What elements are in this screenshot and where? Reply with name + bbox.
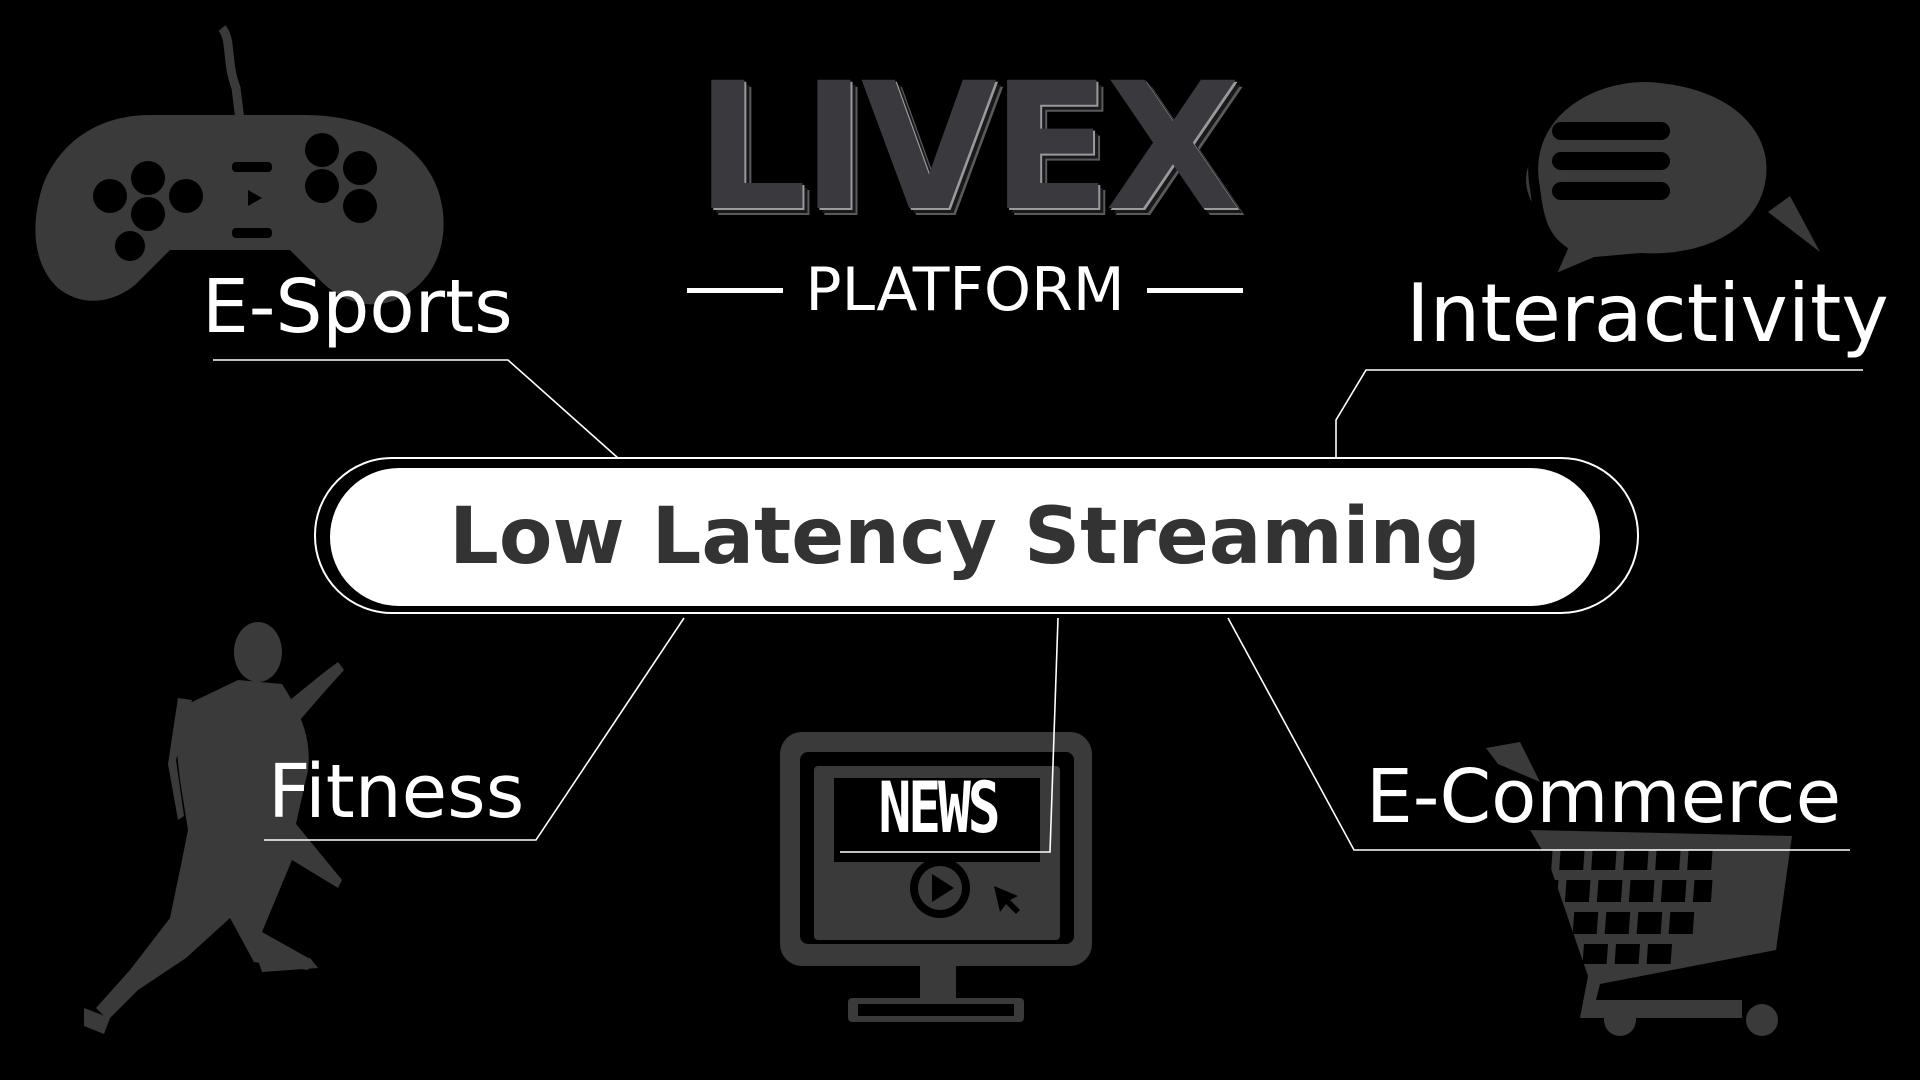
connector-fitness — [264, 617, 685, 841]
node-label-news: NEWS — [878, 767, 1000, 849]
runner-icon — [84, 622, 344, 1034]
node-label-fitness: Fitness — [268, 749, 525, 835]
shopping-cart-icon — [1486, 742, 1792, 1036]
logo-subtitle: PLATFORM — [680, 255, 1250, 325]
logo-rule-left — [687, 287, 784, 293]
node-label-esports: E-Sports — [202, 264, 513, 350]
connector-interactivity — [1335, 369, 1863, 458]
connector-news — [840, 617, 1059, 853]
center-node-label: Low Latency Streaming — [449, 492, 1481, 582]
logo-wordmark: LIVEX — [695, 45, 1241, 250]
tv-monitor-icon — [780, 732, 1092, 1022]
center-node: Low Latency Streaming — [330, 468, 1600, 606]
logo-subtitle-text: PLATFORM — [805, 255, 1125, 325]
connector-ecommerce — [1227, 617, 1850, 851]
gamepad-icon — [35, 25, 444, 305]
node-label-interactivity: Interactivity — [1406, 267, 1889, 360]
connector-lines — [213, 359, 1863, 853]
chat-bubbles-icon — [1526, 72, 1820, 292]
logo-rule-right — [1146, 287, 1243, 293]
center-pill-outline — [314, 457, 1639, 614]
connector-esports — [213, 359, 619, 459]
node-label-ecommerce: E-Commerce — [1366, 754, 1842, 840]
